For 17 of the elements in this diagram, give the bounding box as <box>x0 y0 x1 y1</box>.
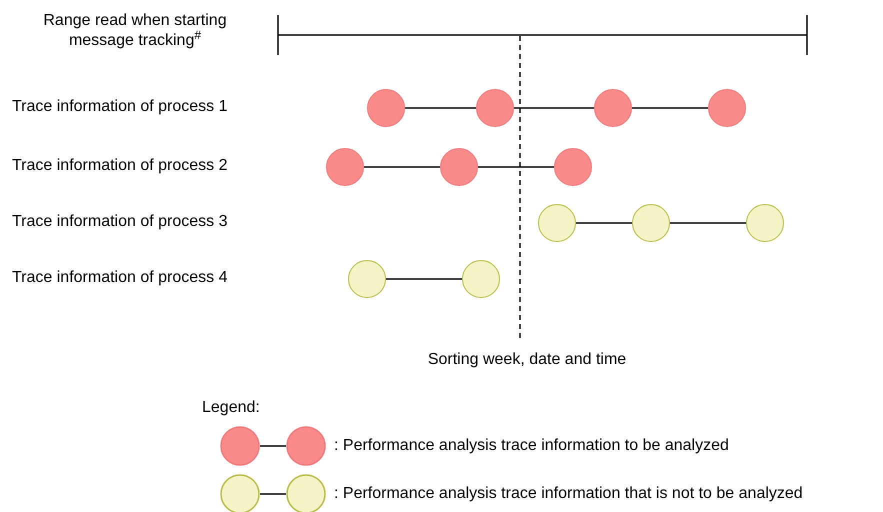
connector-line <box>364 166 440 168</box>
legend-text: : Performance analysis trace information that is not to be analyzed <box>334 484 803 504</box>
connector-line <box>632 107 708 109</box>
row-label: Trace information of process 1 <box>12 97 228 117</box>
connector-line <box>386 278 462 280</box>
axis-label: Sorting week, date and time <box>426 350 628 370</box>
connector-line <box>405 107 476 109</box>
legend-title: Legend: <box>202 398 261 418</box>
range-label: Range read when starting message tracking$^{#}$ <box>42 11 228 51</box>
connector-line <box>670 222 746 224</box>
connector-line <box>478 166 554 168</box>
connector-line <box>514 107 594 109</box>
legend-text: : Performance analysis trace information to be analyzed <box>334 436 729 456</box>
row-label: Trace information of process 4 <box>12 268 228 288</box>
row-label: Trace information of process 2 <box>12 156 228 176</box>
connector-line <box>576 222 632 224</box>
row-label: Trace information of process 3 <box>12 212 228 232</box>
